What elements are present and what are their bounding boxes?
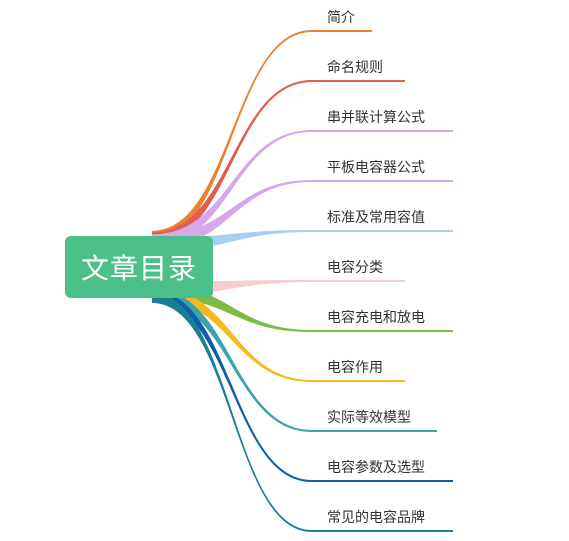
branch-label-classification[interactable]: 电容分类 xyxy=(327,260,383,276)
branch-label-charge-discharge[interactable]: 电容充电和放电 xyxy=(327,310,425,326)
branch-label-plate-capacitor[interactable]: 平板电容器公式 xyxy=(327,160,425,176)
branch-ribbon-brands xyxy=(152,292,312,532)
branch-label-brands[interactable]: 常见的电容品牌 xyxy=(327,510,425,526)
branch-label-intro[interactable]: 简介 xyxy=(327,10,355,26)
branch-ribbon-plate-capacitor xyxy=(152,180,312,249)
branch-label-series-parallel[interactable]: 串并联计算公式 xyxy=(327,110,425,126)
branch-ribbon-intro xyxy=(152,30,312,242)
root-label: 文章目录 xyxy=(80,252,197,285)
branch-label-naming[interactable]: 命名规则 xyxy=(327,60,383,76)
branch-label-function[interactable]: 电容作用 xyxy=(327,360,383,376)
branch-ribbon-parameters xyxy=(152,290,312,482)
branch-ribbon-equivalent-model xyxy=(152,288,312,432)
branch-ribbon-series-parallel xyxy=(152,130,312,247)
branch-label-equivalent-model[interactable]: 实际等效模型 xyxy=(327,410,411,426)
branch-ribbon-function xyxy=(152,286,312,382)
branch-ribbon-naming xyxy=(152,80,312,244)
branch-label-parameters[interactable]: 电容参数及选型 xyxy=(327,460,425,476)
root-node[interactable]: 文章目录 xyxy=(65,236,213,298)
branch-label-standard-values[interactable]: 标准及常用容值 xyxy=(327,210,425,226)
